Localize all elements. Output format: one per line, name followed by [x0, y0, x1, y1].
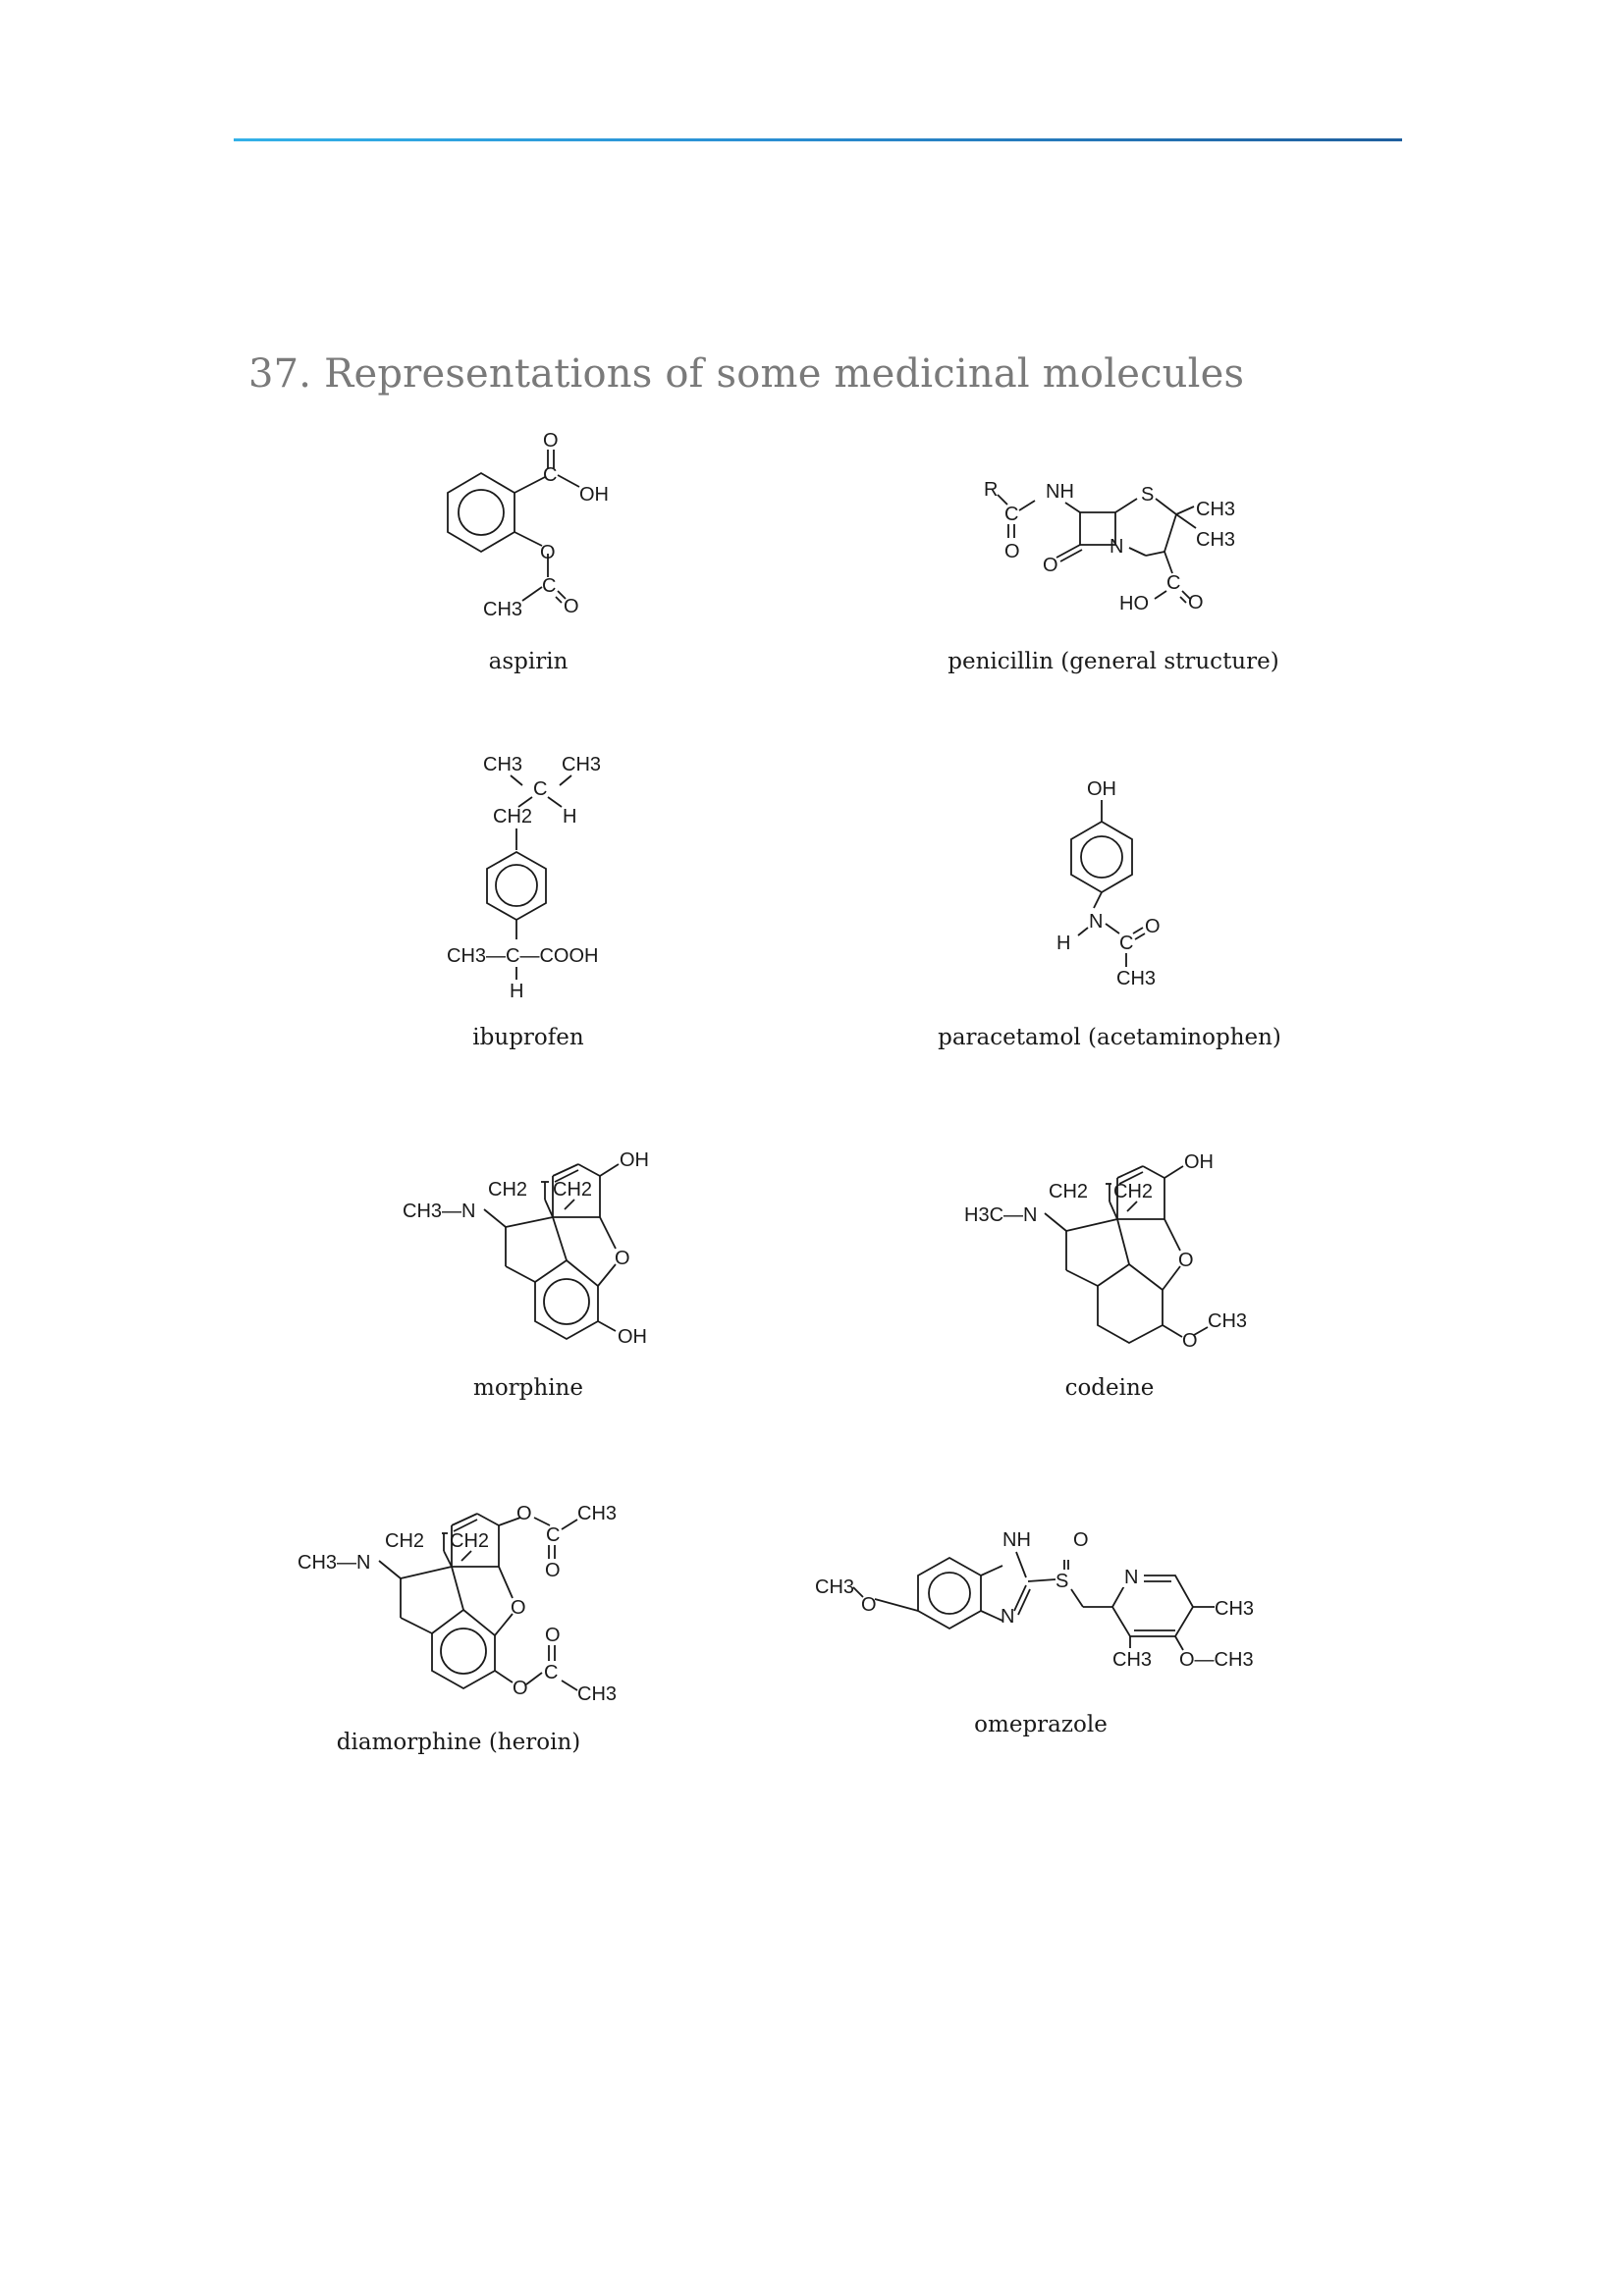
- aspirin-label-c-ester: C: [542, 575, 556, 597]
- morphine-structure: OH CH2 CH2 CH3—N O OH: [403, 1149, 649, 1348]
- paracetamol-label-oh: OH: [1087, 778, 1116, 800]
- codeine-label-oh: OH: [1184, 1151, 1214, 1173]
- diamorphine-label-o-bottom: O: [513, 1678, 528, 1699]
- codeine-label-o-bridge: O: [1178, 1250, 1194, 1271]
- omeprazole-label-ch3-pyridine: CH3: [1215, 1598, 1254, 1620]
- penicillin-label-o-lactam: O: [1043, 555, 1058, 576]
- paracetamol-label-o: O: [1145, 916, 1161, 937]
- aspirin-label-o-ester: O: [540, 542, 556, 563]
- aspirin-label-o-ester-carbonyl: O: [564, 596, 579, 617]
- morphine-label-ch2-a: CH2: [488, 1179, 527, 1201]
- omeprazole-structure: CH3 O NH N S O N CH3 CH3 O—CH3: [815, 1529, 1254, 1671]
- codeine-label-h3c-n: H3C—N: [964, 1204, 1037, 1226]
- penicillin-beta-lactam-ring: [1079, 511, 1116, 546]
- omeprazole-label-nh: NH: [1002, 1529, 1031, 1551]
- aspirin-aromatic-circle: [458, 489, 505, 536]
- ibuprofen-structure: CH3 CH3 C CH2 H CH3—C—COOH H: [447, 754, 601, 1002]
- morphine-caption: morphine: [473, 1375, 583, 1401]
- morphine-label-oh-bottom: OH: [618, 1326, 647, 1348]
- aspirin-label-ch3: CH3: [483, 599, 522, 620]
- diamorphine-label-ch3-top: CH3: [577, 1503, 617, 1524]
- diamorphine-label-c-bottom: C: [544, 1662, 558, 1683]
- paracetamol-label-ch3: CH3: [1116, 968, 1156, 989]
- penicillin-structure: R C NH O O S CH3 CH3 N C HO O: [984, 479, 1235, 614]
- morphine-label-o-bridge: O: [615, 1248, 630, 1269]
- omeprazole-label-o-sulfinyl: O: [1073, 1529, 1089, 1551]
- penicillin-label-o-acid: O: [1188, 592, 1204, 614]
- morphine-label-oh-top: OH: [620, 1149, 649, 1171]
- paracetamol-label-n: N: [1089, 911, 1103, 933]
- diamorphine-label-o-bridge: O: [511, 1597, 526, 1619]
- diamorphine-label-o-top: O: [516, 1503, 532, 1524]
- codeine-label-ch2-b: CH2: [1113, 1181, 1153, 1202]
- omeprazole-label-s: S: [1056, 1571, 1068, 1592]
- codeine-label-ch3: CH3: [1208, 1310, 1247, 1332]
- omeprazole-caption: omeprazole: [974, 1712, 1108, 1737]
- penicillin-label-s: S: [1141, 484, 1154, 506]
- paracetamol-label-c: C: [1119, 933, 1133, 954]
- diamorphine-label-ch2-b: CH2: [450, 1530, 489, 1552]
- diamorphine-aromatic-circle: [440, 1628, 487, 1675]
- ibuprofen-label-h-bottom: H: [510, 981, 523, 1002]
- diamorphine-label-ch2-a: CH2: [385, 1530, 424, 1552]
- ibuprofen-caption: ibuprofen: [472, 1025, 584, 1050]
- codeine-caption: codeine: [1064, 1375, 1155, 1401]
- penicillin-label-ch3-b: CH3: [1196, 529, 1235, 551]
- omeprazole-label-ch3-ring: CH3: [1112, 1649, 1152, 1671]
- omeprazole-label-n-imidazole: N: [1001, 1606, 1014, 1628]
- codeine-label-o-methoxy: O: [1182, 1330, 1198, 1352]
- diamorphine-label-o-carbonyl-top: O: [545, 1560, 561, 1581]
- penicillin-label-ch3-a: CH3: [1196, 499, 1235, 520]
- diamorphine-label-c-top: C: [546, 1524, 560, 1546]
- diamorphine-label-ch3-n: CH3—N: [298, 1552, 370, 1574]
- aspirin-label-oh: OH: [579, 484, 609, 506]
- ibuprofen-label-ch2: CH2: [493, 806, 532, 828]
- morphine-aromatic-circle: [543, 1278, 590, 1325]
- penicillin-label-r: R: [984, 479, 998, 501]
- aspirin-label-o-carbonyl: O: [543, 430, 559, 452]
- diamorphine-label-ch3-bottom: CH3: [577, 1683, 617, 1705]
- paracetamol-label-h: H: [1056, 933, 1070, 954]
- ibuprofen-label-c: C: [533, 778, 547, 800]
- penicillin-label-o-amide: O: [1004, 541, 1020, 562]
- paracetamol-caption: paracetamol (acetaminophen): [938, 1025, 1281, 1050]
- omeprazole-label-ch3-methoxy: CH3: [815, 1576, 854, 1598]
- aspirin-caption: aspirin: [488, 649, 568, 674]
- ibuprofen-aromatic-circle: [495, 864, 538, 907]
- penicillin-label-c: C: [1004, 504, 1018, 525]
- page-title: 37. Representations of some medicinal mo…: [248, 351, 1245, 397]
- paracetamol-aromatic-circle: [1080, 835, 1123, 879]
- paracetamol-structure: OH N H C O CH3: [1056, 778, 1161, 989]
- ibuprofen-label-h-top: H: [563, 806, 576, 828]
- omeprazole-label-o-ch3: O—CH3: [1179, 1649, 1254, 1671]
- penicillin-label-nh: NH: [1046, 481, 1074, 503]
- aspirin-structure: O C OH O C CH3 O: [447, 430, 609, 620]
- ibuprofen-label-chain: CH3—C—COOH: [447, 945, 598, 967]
- diamorphine-caption: diamorphine (heroin): [336, 1730, 581, 1755]
- codeine-label-ch2-a: CH2: [1049, 1181, 1088, 1202]
- ibuprofen-label-ch3-left: CH3: [483, 754, 522, 775]
- diamorphine-label-o-carbonyl-bottom: O: [545, 1625, 561, 1646]
- aspirin-label-c-acid: C: [543, 464, 557, 486]
- penicillin-caption: penicillin (general structure): [947, 649, 1279, 674]
- omeprazole-benzene-ring: [917, 1556, 982, 1630]
- codeine-ring: [1097, 1262, 1164, 1345]
- header-rule: [234, 138, 1402, 141]
- morphine-label-ch3-n: CH3—N: [403, 1201, 475, 1222]
- omeprazole-label-n-pyridine: N: [1124, 1567, 1138, 1588]
- diamorphine-structure: O C CH3 O CH2 CH2 CH3—N O O C O CH3: [298, 1503, 617, 1705]
- diamorphine-aromatic-ring: [431, 1608, 496, 1690]
- penicillin-label-n: N: [1110, 536, 1123, 558]
- omeprazole-label-o-methoxy: O: [861, 1594, 877, 1616]
- morphine-label-ch2-b: CH2: [553, 1179, 592, 1201]
- penicillin-label-c-acid: C: [1166, 572, 1180, 594]
- morphine-aromatic-ring: [534, 1258, 599, 1341]
- ibuprofen-label-ch3-right: CH3: [562, 754, 601, 775]
- penicillin-label-ho: HO: [1119, 593, 1149, 614]
- omeprazole-aromatic-circle: [928, 1572, 971, 1615]
- codeine-structure: OH CH2 CH2 H3C—N O O CH3: [964, 1151, 1247, 1352]
